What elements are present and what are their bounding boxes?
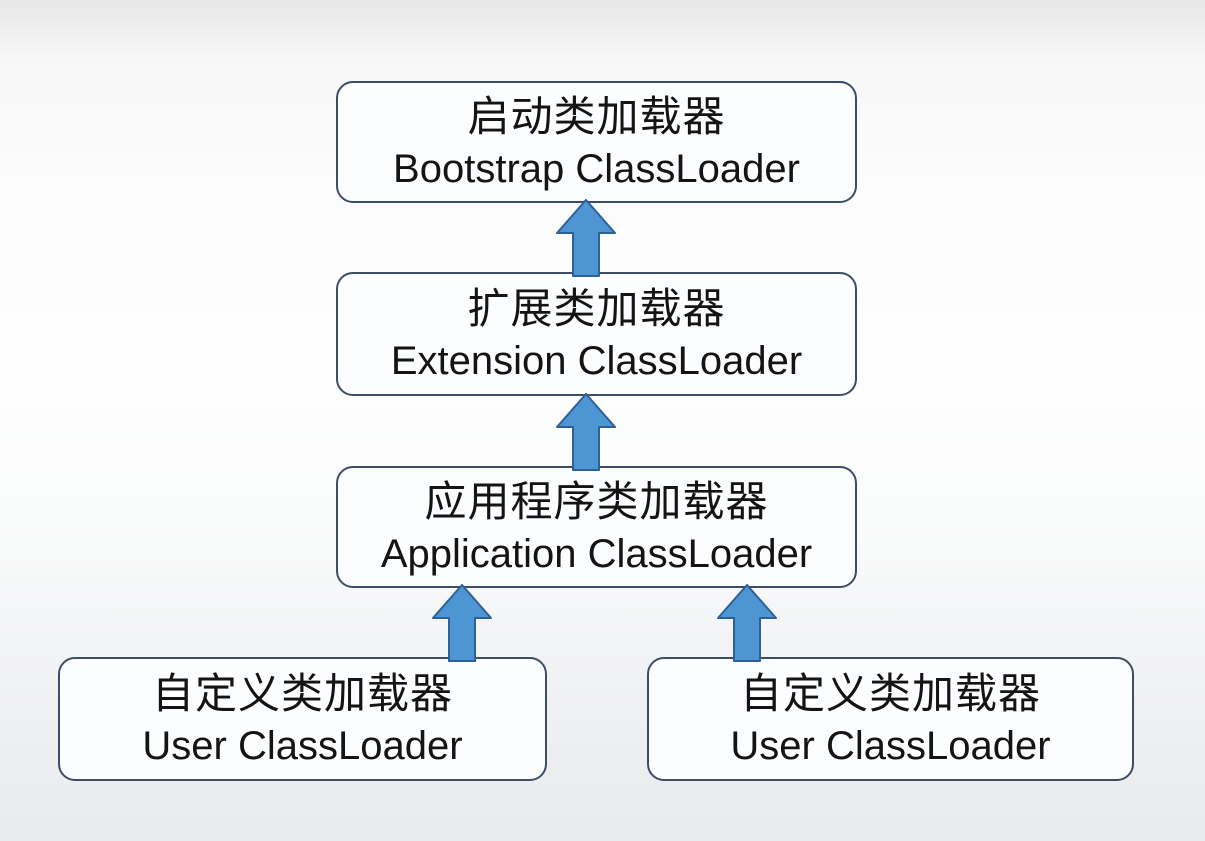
up-arrow-user-left-to-application-icon [432, 584, 492, 662]
node-extension-label-en: Extension ClassLoader [390, 339, 803, 383]
up-arrow-user-right-to-application-icon [717, 584, 777, 662]
up-arrow-application-to-extension-icon [556, 393, 616, 471]
node-bootstrap-label-en: Bootstrap ClassLoader [393, 147, 800, 191]
node-application-label-en: Application ClassLoader [380, 532, 813, 576]
node-application-classloader: 应用程序类加载器 Application ClassLoader [336, 466, 857, 588]
node-user-classloader-right: 自定义类加载器 User ClassLoader [647, 657, 1134, 781]
node-extension-label-zh: 扩展类加载器 [467, 285, 726, 332]
node-user-right-label-en: User ClassLoader [730, 724, 1051, 768]
node-user-left-label-zh: 自定义类加载器 [151, 670, 453, 717]
node-extension-classloader: 扩展类加载器 Extension ClassLoader [336, 272, 857, 396]
node-bootstrap-classloader: 启动类加载器 Bootstrap ClassLoader [336, 81, 857, 203]
node-user-right-label-zh: 自定义类加载器 [739, 670, 1041, 717]
node-user-classloader-left: 自定义类加载器 User ClassLoader [58, 657, 547, 781]
node-application-label-zh: 应用程序类加载器 [424, 478, 769, 525]
up-arrow-extension-to-bootstrap-icon [556, 199, 616, 277]
node-user-left-label-en: User ClassLoader [142, 724, 463, 768]
node-bootstrap-label-zh: 启动类加载器 [467, 93, 726, 140]
